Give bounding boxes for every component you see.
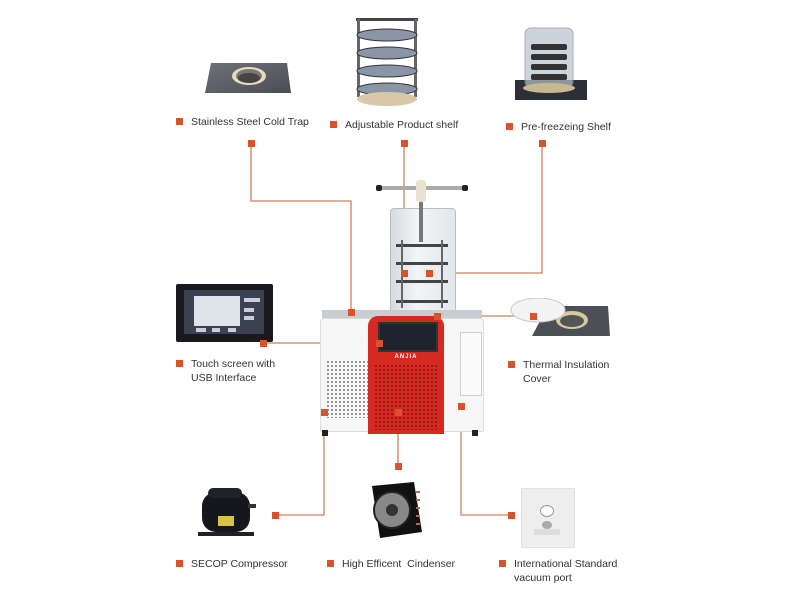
compressor-image (198, 484, 260, 546)
marker-product-shelf-top (401, 140, 408, 147)
touch-screen-image (176, 284, 273, 342)
bullet-square (499, 560, 506, 567)
product-shelf-image (354, 17, 420, 107)
marker-vacuum-machine (458, 403, 465, 410)
vacuum-port-image (521, 488, 575, 548)
marker-thermal-machine (434, 313, 441, 320)
marker-product-shelf-machine (401, 270, 408, 277)
marker-cold-trap-machine (348, 309, 355, 316)
label-compressor: SECOP Compressor (176, 557, 288, 571)
label-thermal-cover: Thermal Insulation Cover (508, 358, 609, 386)
marker-touch-screen-left (260, 340, 267, 347)
label-pre-freezing-shelf: Pre-freezeing Shelf (506, 120, 611, 134)
connector-compressor (275, 412, 325, 516)
marker-pre-freezing-top (539, 140, 546, 147)
freeze-dryer-machine: ANJIA (300, 180, 500, 440)
bullet-square (176, 360, 183, 367)
connector-cold-trap (250, 143, 352, 312)
brand-text: ANJIA (394, 354, 418, 360)
vent-grid-red (374, 364, 438, 430)
connector-vacuum-port (460, 406, 510, 516)
marker-vacuum-port (508, 512, 515, 519)
connector-pre-freezing-shelf (430, 143, 543, 274)
marker-condenser-machine (395, 409, 402, 416)
label-touch-screen: Touch screen with USB Interface (176, 357, 275, 385)
label-vacuum-port: International Standard vacuum port (499, 557, 617, 585)
bullet-square (176, 560, 183, 567)
bullet-square (506, 123, 513, 130)
bullet-square (327, 560, 334, 567)
marker-condenser (395, 463, 402, 470)
marker-touch-screen-machine (376, 340, 383, 347)
marker-compressor (272, 512, 279, 519)
marker-thermal-cover (530, 313, 537, 320)
marker-pre-freezing-machine (426, 270, 433, 277)
label-cold-trap: Stainless Steel Cold Trap (176, 115, 309, 129)
bullet-square (176, 118, 183, 125)
marker-cold-trap-top (248, 140, 255, 147)
cold-trap-image (205, 62, 291, 94)
condenser-image (364, 482, 424, 538)
bullet-square (508, 361, 515, 368)
label-condenser: High Efficent Cindenser (327, 557, 455, 571)
pre-freezing-shelf-image (515, 26, 587, 100)
marker-compressor-machine (321, 409, 328, 416)
vent-grid-left (326, 360, 374, 418)
bullet-square (330, 121, 337, 128)
thermal-cover-image (510, 297, 610, 336)
label-product-shelf: Adjustable Product shelf (330, 118, 458, 132)
machine-screen (378, 322, 438, 352)
